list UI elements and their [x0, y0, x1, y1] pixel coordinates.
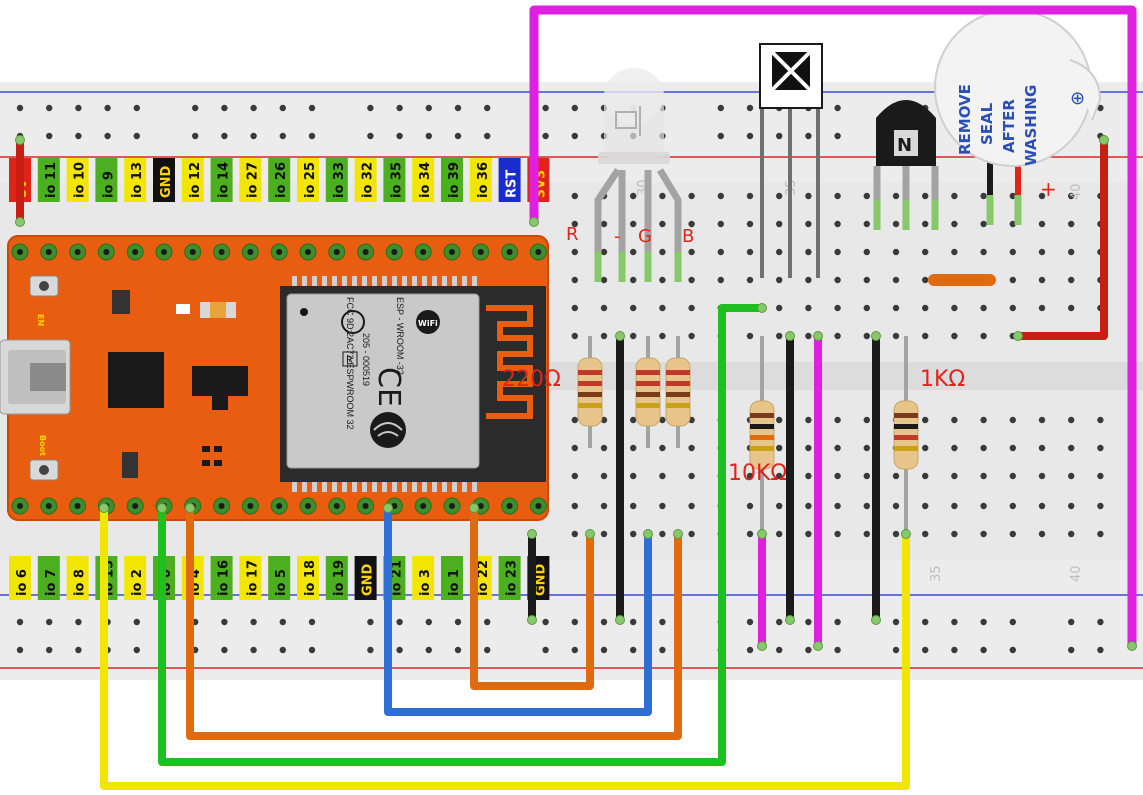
column-number-40: 40 — [1069, 183, 1084, 200]
led-label-minus: - — [614, 226, 621, 247]
wire-endpoints — [15, 135, 1137, 651]
bottom-pin-label: GND — [533, 563, 548, 596]
top-pin-label: io 9 — [101, 171, 116, 198]
top-pin-label: RST — [505, 170, 520, 198]
r-mark: R — [346, 355, 353, 366]
top-pin-label: io 34 — [418, 162, 433, 198]
buzzer-text-seal: SEAL — [978, 102, 996, 145]
buzzer-text-washing: WASHING — [1022, 85, 1040, 166]
top-pin-label: io 32 — [361, 162, 376, 198]
pcb-antenna — [486, 305, 533, 419]
led-label-r: R — [566, 224, 579, 245]
bottom-pin-label: io 17 — [245, 560, 260, 596]
bottom-pin-label: io 2 — [130, 569, 145, 596]
wire-blue — [384, 504, 652, 716]
top-pin-label: io 36 — [476, 162, 491, 198]
bottom-pin-label: io 19 — [332, 560, 347, 596]
column-number-40-bottom: 40 — [1069, 565, 1084, 582]
rgb-led: R - G B — [566, 68, 694, 282]
top-pin-label: io 10 — [73, 162, 88, 198]
buzzer: ⊕ + REMOVE SEAL AFTER WASHING — [934, 9, 1102, 225]
top-pin-label: io 14 — [217, 162, 232, 198]
voltage-regulator — [192, 366, 248, 396]
top-pin-label: io 33 — [332, 162, 347, 198]
buzzer-text-remove: REMOVE — [956, 84, 974, 155]
bottom-pin-label: io 16 — [217, 560, 232, 596]
led-label-b: B — [682, 226, 694, 247]
bottom-pin-label: io 1 — [447, 569, 462, 596]
bottom-pin-label: GND — [361, 563, 376, 596]
resistor-label-220: 220Ω — [502, 367, 561, 392]
bottom-pin-label: io 3 — [418, 569, 433, 596]
boot-button-label: Boot — [38, 435, 47, 456]
bottom-pin-label: io 5 — [274, 569, 289, 596]
wifi-logo-icon — [416, 310, 440, 334]
cert-logo-icon — [341, 310, 365, 334]
usb-uart-chip — [108, 352, 164, 408]
wires — [16, 5, 1137, 790]
module-fcc-text: FCC 9D;2AC72-ESPWROOM 32 — [345, 297, 355, 430]
wire-orange-short — [470, 504, 594, 690]
esp32-board: EN Boot ESP - WROOM -32 FCC 9D;2AC72-ESP… — [0, 235, 549, 521]
esp32-board-pin-pads — [11, 243, 547, 515]
column-number-35-bottom: 35 — [929, 565, 944, 582]
resistor-label-10k: 10KΩ — [728, 461, 787, 486]
buzzer-text-after: AFTER — [1000, 99, 1018, 153]
wire-red-right — [1014, 136, 1108, 340]
bottom-pin-label: io 7 — [44, 569, 59, 596]
resistor-label-1k: 1KΩ — [920, 367, 965, 392]
jumper-orange-short — [928, 274, 996, 286]
wire-green — [158, 304, 766, 766]
top-pin-label: io 12 — [188, 162, 203, 198]
top-pin-label: io 26 — [274, 162, 289, 198]
top-pin-label: io 11 — [44, 162, 59, 198]
ir-receiver — [759, 43, 823, 278]
buzzer-plus-pin-label: + — [1040, 177, 1057, 201]
module-model-text: ESP - WROOM -32 — [395, 297, 405, 375]
bottom-pin-label: io 21 — [389, 560, 404, 596]
wire-magenta-top — [529, 5, 1137, 651]
bottom-pin-label: io 23 — [505, 560, 520, 596]
en-button-label: EN — [36, 314, 45, 326]
espressif-logo-icon — [370, 412, 406, 448]
top-pin-label: io 25 — [303, 162, 318, 198]
transistor-label: N — [897, 135, 912, 156]
top-pin-label: io 13 — [130, 162, 145, 198]
buzzer-plus-symbol: ⊕ — [1070, 88, 1085, 109]
npn-transistor: N — [873, 100, 939, 230]
led-label-g: G — [638, 226, 652, 247]
top-pin-label: io 39 — [447, 162, 462, 198]
ce-mark: CE — [371, 367, 406, 407]
bottom-pin-label: io 22 — [476, 560, 491, 596]
top-pin-label: io 35 — [389, 162, 404, 198]
r-mark-box — [342, 351, 358, 367]
wire-yellow — [100, 504, 910, 790]
wire-orange-long — [186, 504, 682, 740]
bottom-pin-label: io 18 — [303, 560, 318, 596]
bottom-pin-label: io 8 — [73, 569, 88, 596]
esp-wroom-shield — [286, 293, 480, 469]
resistors — [577, 336, 919, 534]
wifi-logo-text: WiFi — [418, 319, 438, 328]
top-pin-label: GND — [159, 165, 174, 198]
top-pin-label: io 27 — [245, 162, 260, 198]
module-code-text: 205 - 000519 — [361, 333, 371, 386]
bottom-pin-label: io 6 — [15, 569, 30, 596]
